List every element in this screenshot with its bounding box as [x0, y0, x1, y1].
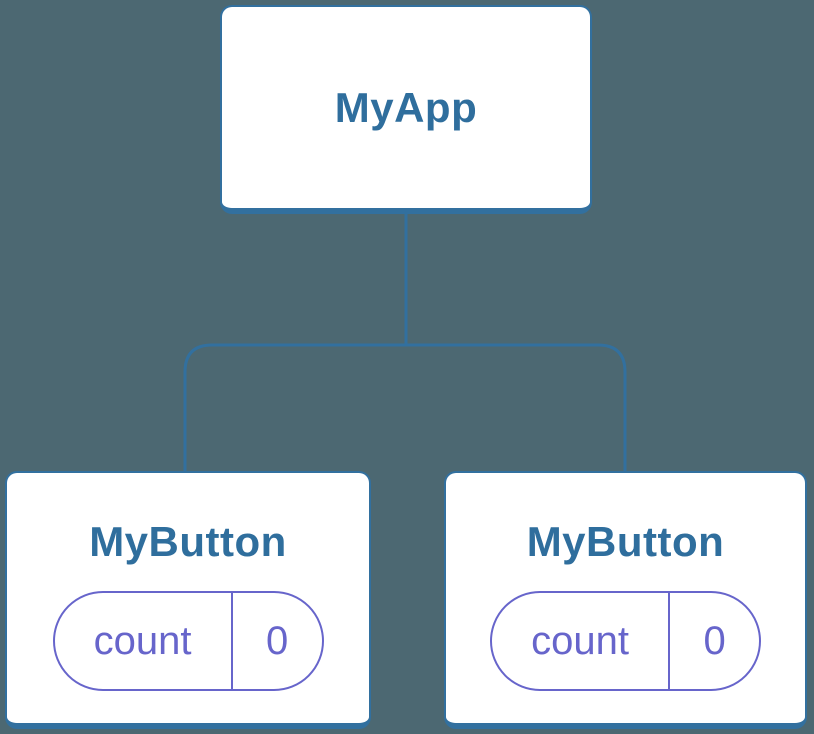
state-value: 0 [703, 618, 726, 663]
state-key-label: count [55, 593, 233, 689]
node-mybutton-left: MyButton count 0 [5, 471, 371, 729]
node-myapp-label: MyApp [334, 83, 478, 131]
state-value: 0 [265, 618, 289, 663]
node-mybutton-right-label: MyButton [526, 518, 725, 565]
state-key-label: count [492, 593, 671, 689]
state-pill: count 0 [490, 591, 761, 691]
node-mybutton-left-label: MyButton [89, 518, 287, 565]
children-bracket-line [183, 343, 627, 473]
state-pill: count 0 [52, 591, 324, 691]
node-mybutton-right: MyButton count 0 [444, 471, 807, 729]
node-myapp: MyApp [220, 5, 592, 214]
